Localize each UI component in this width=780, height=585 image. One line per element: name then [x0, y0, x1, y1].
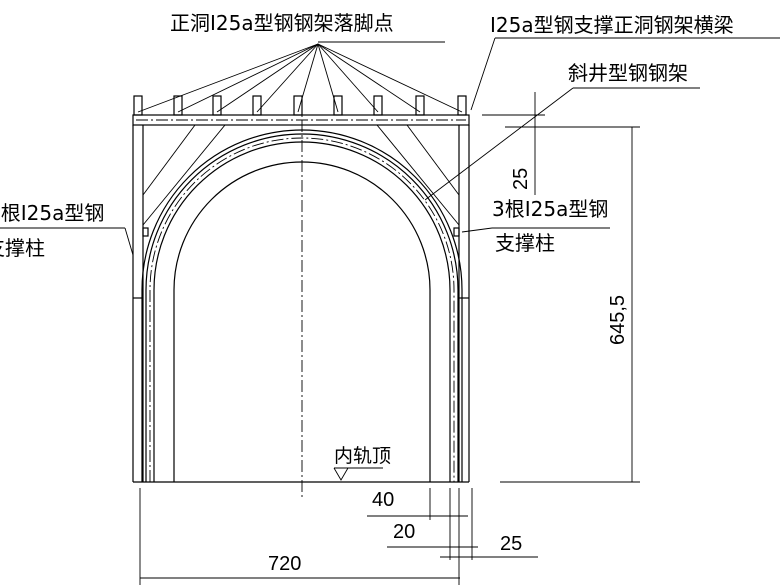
bottom-dimensions: 40 20 25 720	[139, 488, 538, 585]
rail-top-label: 内轨顶	[334, 445, 391, 467]
foot-point-post	[415, 95, 425, 116]
left-column-label-1: 3根I25a型钢	[0, 201, 104, 225]
rail-top-marker: 内轨顶	[333, 445, 391, 481]
support-frame	[132, 114, 470, 483]
leader-line	[317, 43, 463, 113]
leader-line	[317, 43, 421, 113]
foot-point-post	[212, 95, 222, 116]
foot-point-post	[333, 95, 343, 116]
leader-line	[256, 43, 319, 113]
right-column-label-1: 3根I25a型钢	[492, 197, 608, 221]
foot-point-post	[252, 95, 262, 116]
foot-point-post	[457, 95, 467, 116]
foot-point-post	[293, 95, 303, 116]
leader-line	[216, 43, 319, 113]
leader-line	[317, 43, 379, 113]
height-dimension-value: 645,5	[607, 295, 629, 345]
foot-point-post	[133, 95, 143, 116]
leader-line	[317, 43, 339, 113]
top-offset-dimension: 25	[510, 168, 532, 190]
right-column-label-2: 支撑柱	[495, 231, 555, 255]
leader-line	[177, 43, 319, 113]
leader-line	[137, 43, 319, 113]
dimension-40: 40	[372, 489, 394, 511]
foot-point-leaders	[0, 37, 780, 256]
foot-point-post	[373, 95, 383, 116]
leader-line	[297, 43, 319, 113]
cross-beam-label: I25a型钢支撑正洞钢架横梁	[490, 13, 734, 37]
incline-frame-label: 斜井型钢钢架	[568, 61, 688, 85]
foot-points-label: 正洞I25a型钢钢架落脚点	[170, 11, 394, 35]
dimension-25: 25	[500, 533, 522, 555]
height-dimension: 25 645,5	[482, 92, 640, 483]
dimension-20: 20	[393, 521, 415, 543]
foot-point-post	[173, 95, 183, 116]
width-dimension: 720	[268, 553, 301, 575]
incline-steel-arch	[141, 100, 463, 500]
left-column-label-2: 支撑柱	[0, 236, 45, 260]
